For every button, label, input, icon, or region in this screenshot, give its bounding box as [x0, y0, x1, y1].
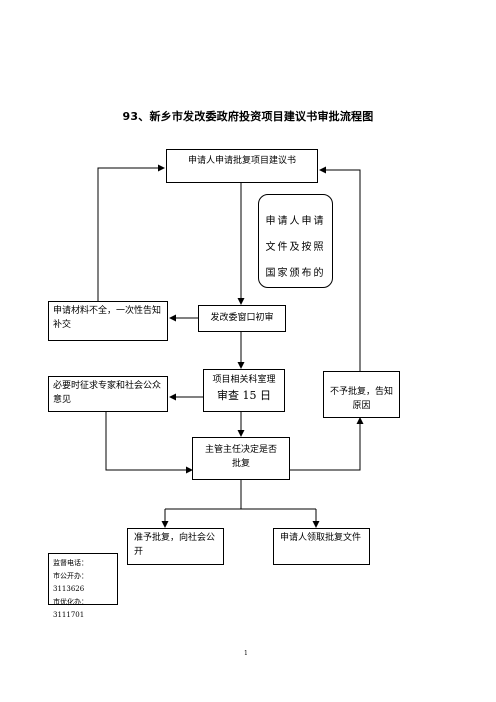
- note-line-1: 申请人申请: [265, 216, 326, 227]
- box-reject: 不予批复，告知原因: [323, 371, 400, 418]
- page-number: 1: [244, 650, 248, 657]
- arrow-reject-to-apply: [319, 166, 361, 371]
- supervision-phone-box: 监督电话： 市公开办：3113626 市优化办：3111701: [48, 553, 118, 619]
- supervision-line-2: 市优化办：3111701: [53, 598, 88, 619]
- box-department-review: 项目相关科室理 审查 15 日: [203, 369, 285, 412]
- box-incomplete-materials: 申请材料不全，一次性告知补交: [48, 301, 168, 341]
- supervision-line-1: 市公开办：3113626: [53, 572, 88, 593]
- supervision-label: 监督电话：: [53, 559, 88, 567]
- box-applicant-documents-note: 申请人申请 文件及按照 国家颁布的: [258, 194, 333, 288]
- box-director-decision: 主管主任决定是否批复: [192, 437, 290, 480]
- arrow-incomplete-to-apply: [97, 164, 165, 301]
- page-title: 93、新乡市发改委政府投资项目建议书审批流程图: [122, 110, 374, 123]
- arrow-decide-to-reject: [290, 417, 364, 471]
- box-apply: 申请人申请批复项目建议书: [166, 149, 318, 183]
- note-line-3: 国家颁布的: [265, 268, 326, 279]
- box-collect-approval: 申请人领取批复文件: [273, 528, 370, 565]
- box-window-preliminary-review: 发改委窗口初审: [198, 305, 286, 332]
- box-expert-opinion: 必要时征求专家和社会公众意见: [48, 376, 168, 412]
- box-approve-publish: 准予批复，向社会公开: [127, 528, 224, 565]
- arrow-expert-to-decide: [105, 412, 193, 474]
- note-line-2: 文件及按照: [265, 242, 326, 253]
